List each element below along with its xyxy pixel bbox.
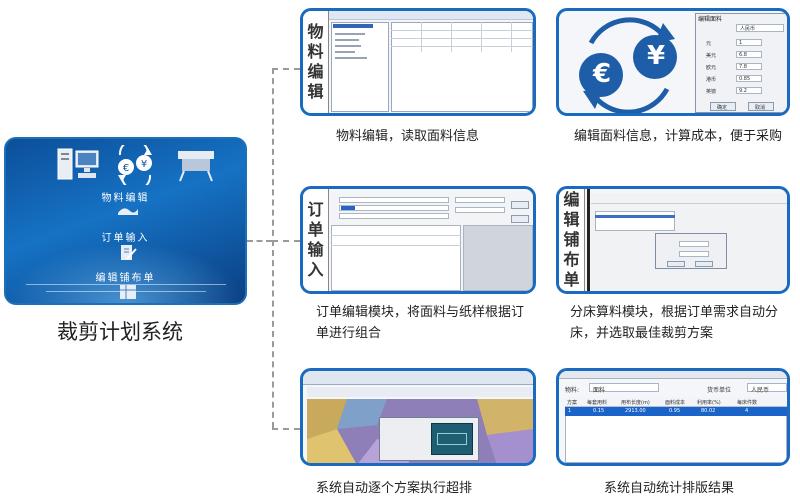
hub-item-material: 物料编辑 [101,193,150,204]
cancel-button[interactable]: 取消 [748,102,774,111]
fabric-icon [118,208,138,215]
caption-order-input: 订单编辑模块，将面料与纸样根据订单进行组合 [316,305,525,341]
svg-text:€: € [123,163,129,174]
connector-hub [247,240,272,242]
currency-exchange-large-icon [579,17,677,113]
unit-label: 货币单位 [707,387,732,394]
connector-trunk [272,68,274,428]
rate-field-5[interactable]: 9.2 [736,87,762,94]
panel-statistics: 物料: 面料 货币单位 人民币 方案 每套用料 用布长度(m) 面料成本 利用率… [556,368,790,466]
connector-top [272,68,300,70]
currency-exchange-icon: € ¥ [118,145,152,185]
rate-field-1[interactable]: 1 [736,39,762,46]
panel-cost: € ¥ 编辑面料 人民币 元 1 美元 6.8 欧元 7.8 港币 0.85 英… [556,8,790,116]
hub-item-order: 订单输入 [101,233,150,244]
rate-field-2[interactable]: 6.8 [736,51,762,58]
material-select[interactable]: 面料 [589,383,659,394]
yen-symbol: ¥ [646,41,666,71]
connector-bottom [272,428,300,430]
svg-text:¥: ¥ [141,159,147,170]
stats-result-row[interactable]: 1 0.15 2913.00 0.95 80.02 4 [565,407,787,416]
unit-select[interactable]: 人民币 [747,383,787,394]
panel-material-edit: 物料 编辑 [300,8,536,116]
caption-statistics: 系统自动统计排版结果 [604,481,735,496]
spread-sheet-icon [120,285,136,299]
hub-item-spread: 编辑铺布单 [95,273,156,284]
side-label-order: 订单 输入 [303,189,329,291]
stats-header-row: 方案 每套用料 用布长度(m) 面料成本 利用率(%) 每床件数 [565,397,787,407]
material-label: 物料: [565,387,580,394]
panel-order-input: 订单 输入 [300,186,536,294]
rate-field-4[interactable]: 0.85 [736,75,762,82]
connector-middle [272,240,300,242]
edit-material-dialog: 编辑面料 人民币 元 1 美元 6.8 欧元 7.8 港币 0.85 英镑 9.… [695,13,787,113]
panel-spread-planning: 编辑 铺布 单 [556,186,790,294]
document-edit-icon [121,245,137,260]
euro-symbol: € [592,59,612,89]
rate-field-3[interactable]: 7.8 [736,63,762,70]
plotter-icon [178,151,214,182]
hub-title: 裁剪计划系统 [57,320,183,344]
caption-nesting: 系统自动逐个方案执行超排 [316,481,473,496]
side-label-material: 物料 编辑 [303,11,329,113]
ok-button[interactable]: 确定 [710,102,736,111]
hub-card: € ¥ 物料编辑 订单输入 编辑铺布单 [4,137,247,305]
computer-icon [57,148,99,180]
caption-spread-planning: 分床算料模块，根据订单需求自动分床，并选取最佳裁剪方案 [570,305,779,341]
caption-material-edit: 物料编辑，读取面料信息 [336,129,480,144]
dialog-title: 编辑面料 [698,16,723,23]
panel-nesting [300,368,536,466]
currency-select[interactable]: 人民币 [736,24,784,32]
caption-cost: 编辑面料信息，计算成本，便于采购 [574,129,783,144]
side-label-spread: 编辑 铺布 单 [559,189,585,291]
